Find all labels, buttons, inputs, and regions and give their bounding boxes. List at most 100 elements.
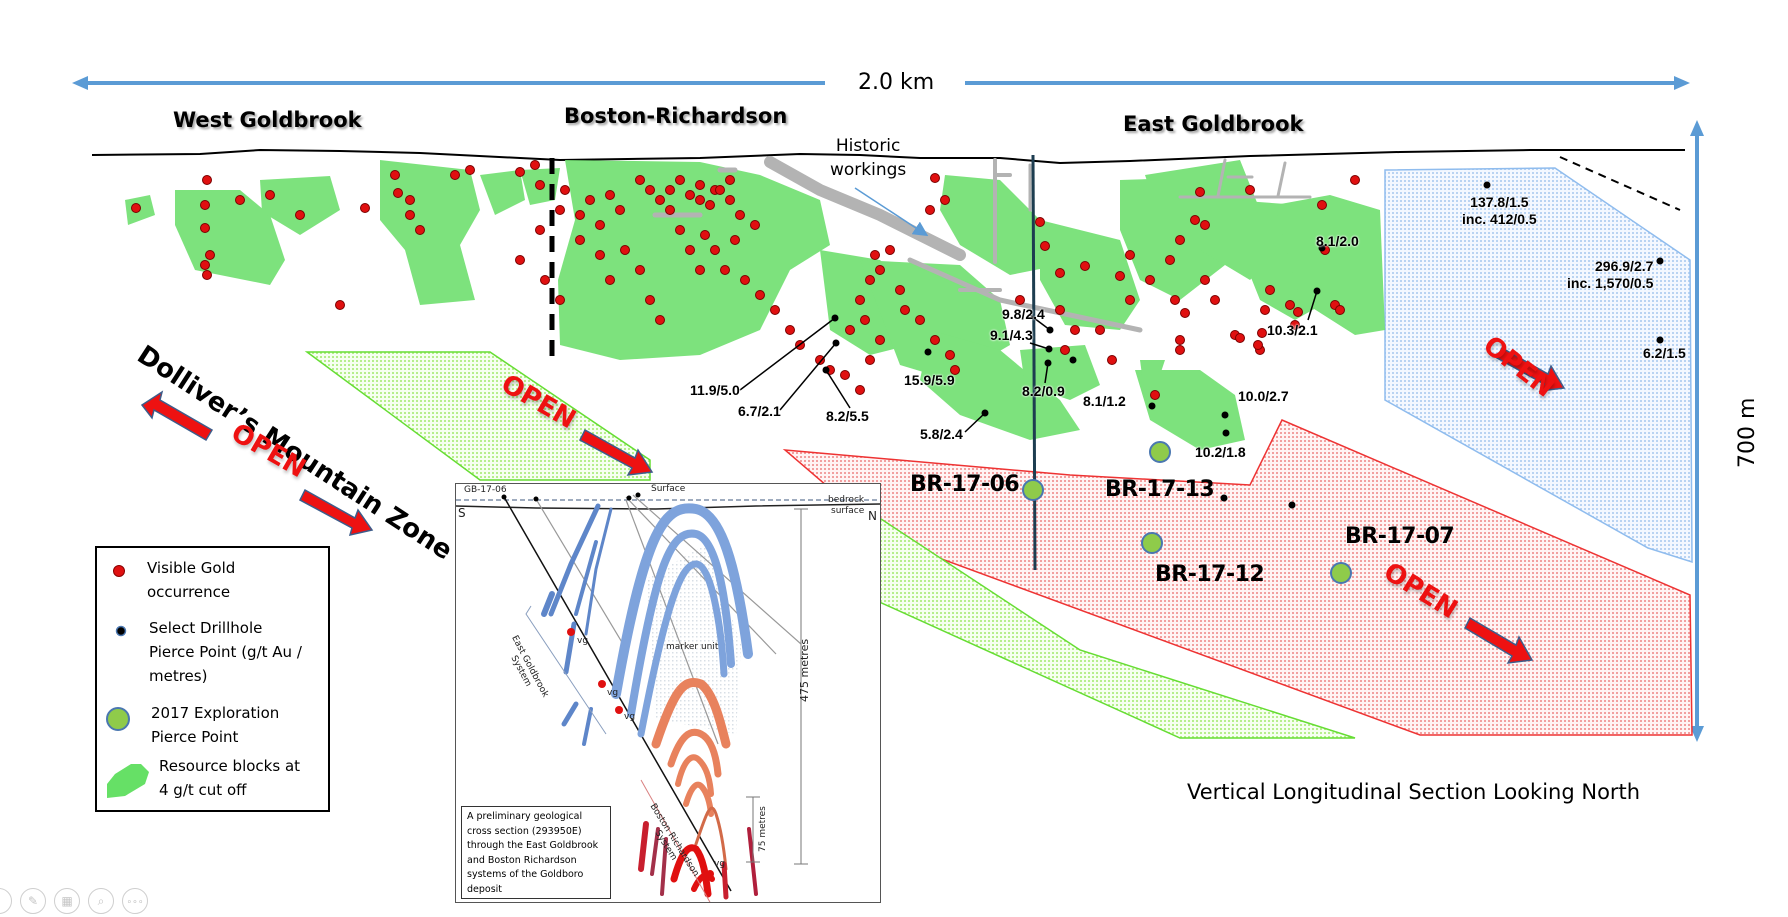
assay-label: 5.8/2.4 bbox=[920, 426, 963, 442]
inset-vg-label: vg bbox=[577, 636, 589, 646]
visible-gold-dot bbox=[295, 210, 305, 220]
assay-included: inc. 1,570/0.5 bbox=[1567, 275, 1654, 291]
visible-gold-dot bbox=[655, 315, 665, 325]
legend-label: Resource blocks at 4 g/t cut off bbox=[159, 754, 300, 802]
assay-label-block: 137.8/1.5 inc. 412/0.5 bbox=[1462, 194, 1537, 228]
drillhole-pierce-point bbox=[1313, 287, 1321, 295]
legend: Visible Gold occurrence Select Drillhole… bbox=[95, 546, 330, 812]
visible-gold-dot bbox=[635, 265, 645, 275]
open-arrow-east-upper bbox=[1496, 346, 1566, 392]
visible-gold-dot bbox=[665, 205, 675, 215]
visible-gold-dot bbox=[1335, 305, 1345, 315]
br-17-13-point-upper bbox=[1149, 441, 1171, 463]
drillhole-pierce-point bbox=[1483, 181, 1491, 189]
visible-gold-dot bbox=[360, 203, 370, 213]
visible-gold-dot bbox=[725, 195, 735, 205]
zone-title-west-goldbrook: West Goldbrook bbox=[173, 108, 362, 132]
inset-north-label: N bbox=[868, 509, 877, 523]
drillhole-pierce-point bbox=[1318, 244, 1326, 252]
vertical-scale-label: 700 m bbox=[1735, 397, 1760, 468]
arrow-button[interactable] bbox=[0, 888, 12, 914]
assay-included: inc. 412/0.5 bbox=[1462, 211, 1537, 227]
drillhole-pierce-point bbox=[1221, 411, 1229, 419]
open-arrow-central bbox=[579, 428, 654, 476]
visible-gold-dot bbox=[1035, 217, 1045, 227]
presentation-toolbar: ✎ ▦ ⌕ ∘∘∘ bbox=[0, 888, 148, 916]
visible-gold-dot bbox=[1265, 285, 1275, 295]
zoom-button[interactable]: ⌕ bbox=[88, 888, 114, 914]
visible-gold-dot bbox=[1170, 295, 1180, 305]
assay-label: 10.3/2.1 bbox=[1267, 322, 1318, 338]
assay-label: 8.1/2.0 bbox=[1316, 233, 1359, 249]
drillhole-trace bbox=[1031, 154, 1037, 571]
zone-title-boston-richardson: Boston-Richardson bbox=[564, 104, 788, 128]
more-button[interactable]: ∘∘∘ bbox=[122, 888, 148, 914]
slides-icon: ▦ bbox=[61, 894, 73, 908]
assay-label: 15.9/5.9 bbox=[904, 372, 955, 388]
visible-gold-dot bbox=[865, 275, 875, 285]
visible-gold-dot bbox=[695, 180, 705, 190]
visible-gold-dot bbox=[535, 180, 545, 190]
visible-gold-dot bbox=[393, 188, 403, 198]
visible-gold-dot bbox=[1200, 275, 1210, 285]
visible-gold-dot bbox=[930, 173, 940, 183]
leader-line bbox=[825, 369, 851, 409]
visible-gold-dot bbox=[1195, 187, 1205, 197]
legend-line: Select Drillhole bbox=[149, 619, 263, 637]
historic-pointer bbox=[854, 187, 929, 237]
pen-button[interactable]: ✎ bbox=[20, 888, 46, 914]
visible-gold-dot bbox=[620, 245, 630, 255]
legend-line: metres) bbox=[149, 667, 208, 685]
br-17-07-point bbox=[1330, 562, 1352, 584]
green-polygon-icon bbox=[107, 764, 149, 798]
visible-gold-dot bbox=[575, 210, 585, 220]
visible-gold-dot bbox=[205, 250, 215, 260]
visible-gold-dot bbox=[131, 203, 141, 213]
visible-gold-dot bbox=[740, 275, 750, 285]
visible-gold-dot bbox=[555, 295, 565, 305]
vertical-scale-bar bbox=[1690, 120, 1704, 742]
inset-hole-label: GB-17-06 bbox=[464, 485, 507, 495]
drillhole-pierce-point bbox=[831, 314, 839, 322]
inset-bedrock-label: bedrock bbox=[828, 495, 865, 505]
hole-label-br-17-13: BR-17-13 bbox=[1105, 477, 1215, 502]
br-17-12-point bbox=[1141, 532, 1163, 554]
assay-label: 11.9/5.0 bbox=[690, 382, 740, 398]
legend-line: 2017 Exploration bbox=[151, 704, 280, 722]
visible-gold-dot bbox=[200, 223, 210, 233]
leader-line bbox=[779, 342, 837, 411]
visible-gold-dot bbox=[1175, 235, 1185, 245]
visible-gold-dot bbox=[1210, 295, 1220, 305]
visible-gold-dot bbox=[855, 385, 865, 395]
leader-line bbox=[739, 317, 836, 391]
visible-gold-dot bbox=[235, 195, 245, 205]
inset-marker-unit-label: marker unit bbox=[666, 642, 719, 652]
visible-gold-dot bbox=[1015, 295, 1025, 305]
drillhole-pierce-point bbox=[822, 366, 830, 374]
visible-gold-dot bbox=[1317, 200, 1327, 210]
visible-gold-dot bbox=[945, 350, 955, 360]
historic-label-line2: workings bbox=[830, 160, 907, 180]
legend-label: Visible Gold occurrence bbox=[147, 556, 235, 604]
open-arrow-east-lower bbox=[1464, 616, 1534, 664]
legend-line: Visible Gold bbox=[147, 559, 236, 577]
inset-bedrock-surface-label: surface bbox=[831, 506, 865, 516]
visible-gold-dot bbox=[635, 175, 645, 185]
surface-topography-line bbox=[91, 148, 1685, 165]
open-arrow-west bbox=[140, 390, 214, 442]
visible-gold-dot bbox=[750, 220, 760, 230]
visible-gold-dot bbox=[605, 190, 615, 200]
slides-button[interactable]: ▦ bbox=[54, 888, 80, 914]
visible-gold-dot bbox=[405, 210, 415, 220]
visible-gold-dot bbox=[555, 205, 565, 215]
assay-value: 137.8/1.5 bbox=[1470, 194, 1529, 210]
inset-south-label: S bbox=[458, 506, 466, 520]
zoom-icon: ⌕ bbox=[97, 893, 105, 908]
drillhole-pierce-point bbox=[1220, 494, 1228, 502]
drillhole-pierce-point bbox=[1044, 359, 1052, 367]
visible-gold-dot bbox=[665, 185, 675, 195]
visible-gold-dot bbox=[875, 265, 885, 275]
inset-caption: A preliminary geological cross section (… bbox=[461, 806, 611, 899]
visible-gold-dot bbox=[645, 185, 655, 195]
visible-gold-dot bbox=[535, 225, 545, 235]
